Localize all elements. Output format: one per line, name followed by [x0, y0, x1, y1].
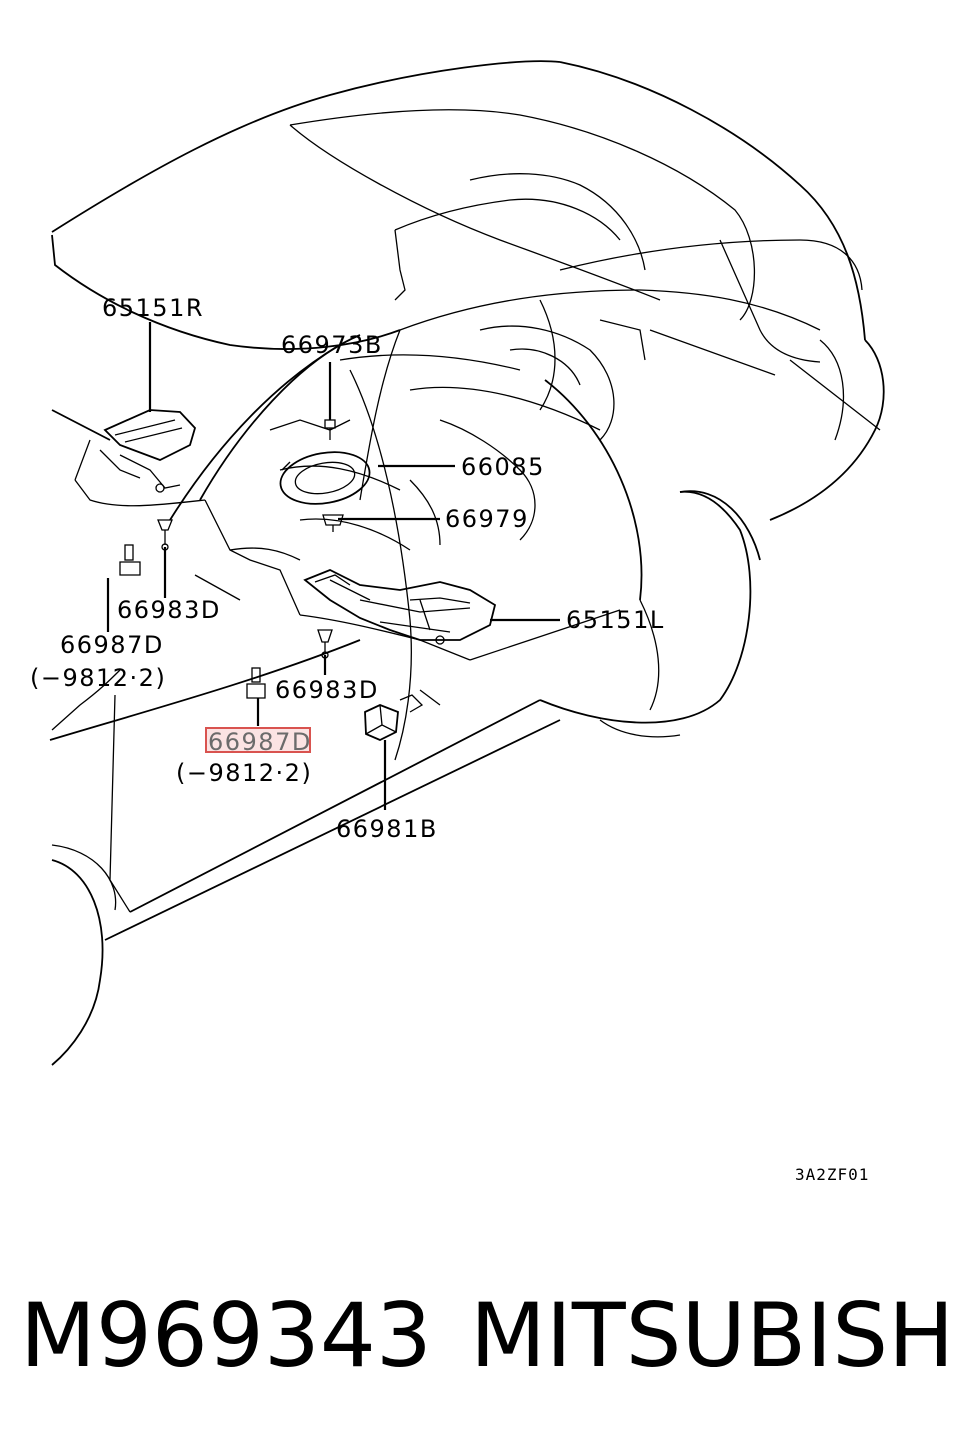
label-65151R: 65151R: [102, 294, 204, 322]
label-65151L: 65151L: [566, 606, 665, 634]
label-66987D-left-note: (−9812·2): [30, 664, 166, 692]
part-66085-plate: [279, 451, 371, 505]
part-65151L-undercover: [303, 569, 497, 645]
label-66085: 66085: [461, 453, 545, 481]
part-66987D-left-bolt: [119, 544, 141, 576]
highlight-box: [205, 727, 311, 753]
label-66987D-left: 66987D: [60, 631, 164, 659]
leader-lines: [106, 322, 560, 810]
label-66987D-center-note: (−9812·2): [176, 759, 312, 787]
label-66979: 66979: [445, 505, 529, 533]
footer-brand: MITSUBISHI: [470, 1284, 960, 1387]
part-66987D-center-bolt: [246, 667, 266, 699]
part-66983D-left-clip: [157, 519, 173, 551]
label-66973B: 66973B: [281, 331, 383, 359]
part-65151R-undercover: [99, 409, 197, 493]
label-66981B: 66981B: [336, 815, 438, 843]
part-66981B-block: [364, 694, 424, 741]
part-66979-clip: [322, 514, 344, 532]
label-66987D-center-highlighted: 66987D: [208, 728, 312, 756]
part-66973B-screw: [324, 419, 336, 440]
footer-part-number: M969343: [20, 1284, 432, 1387]
label-66983D-center: 66983D: [275, 676, 379, 704]
label-66983D-left: 66983D: [117, 596, 221, 624]
car-body-outline: [49, 60, 885, 1066]
diagram-code: 3A2ZF01: [795, 1165, 869, 1184]
